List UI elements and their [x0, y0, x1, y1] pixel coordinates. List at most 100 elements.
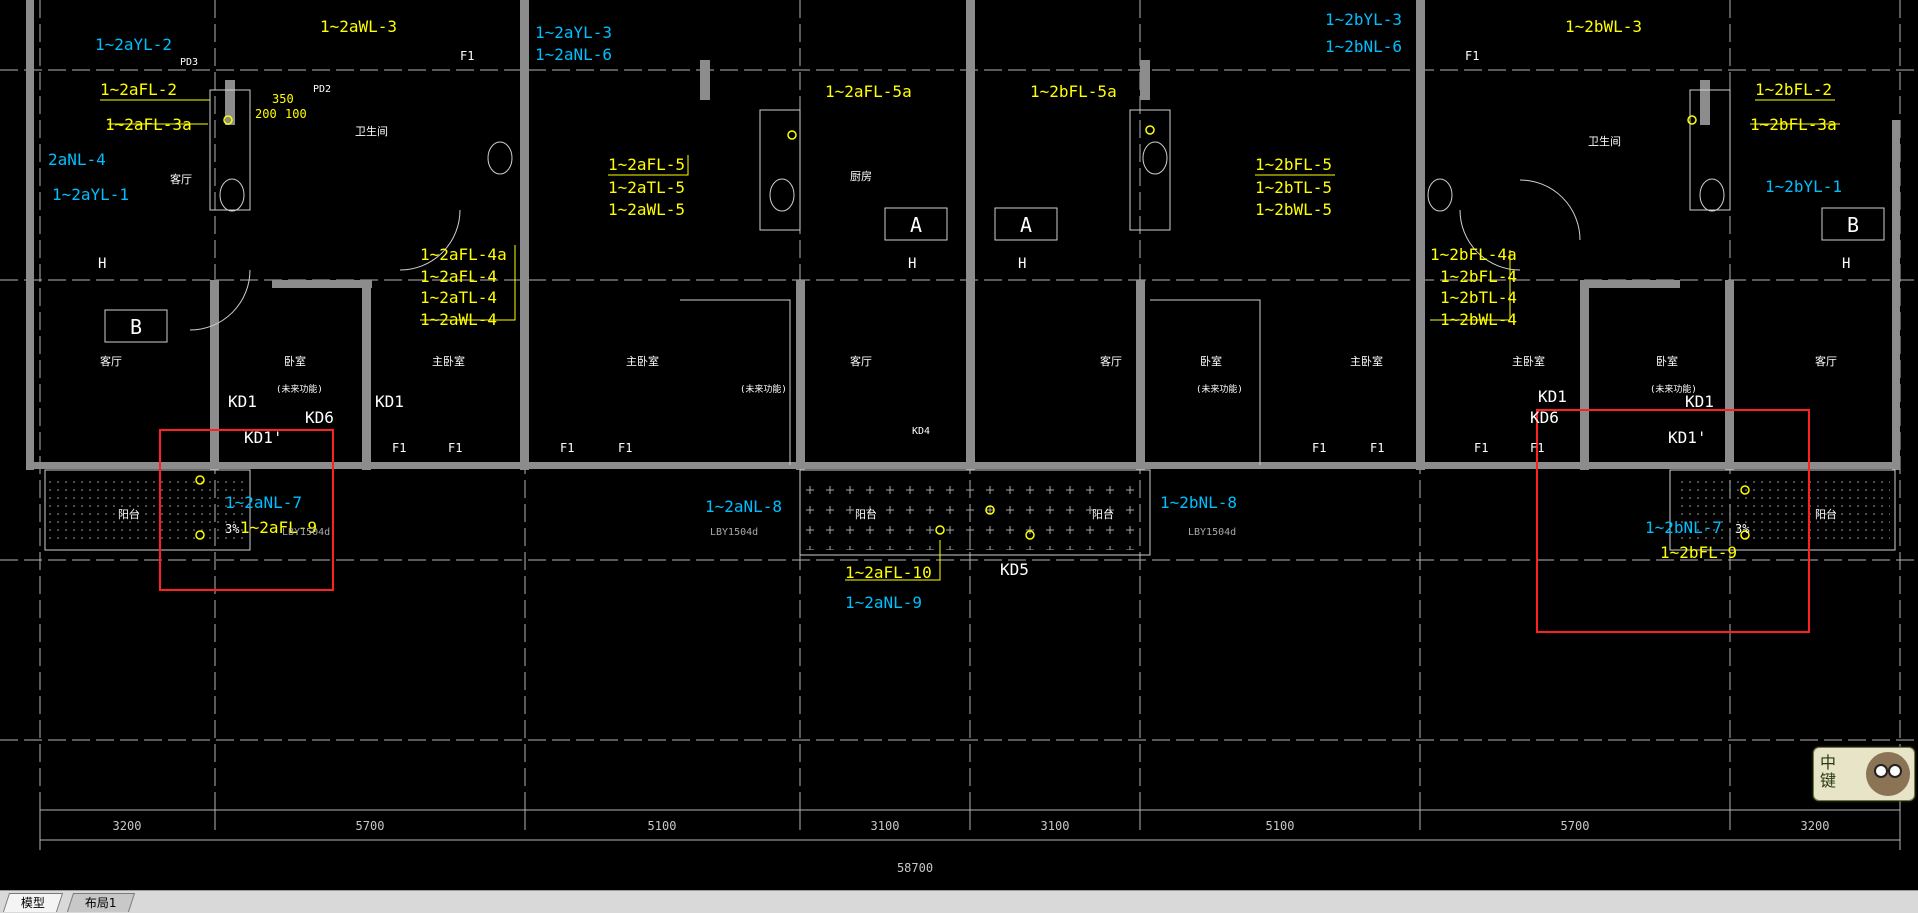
label-a-nl6: 1~2aNL-6	[535, 45, 612, 64]
label-b-fl5a: 1~2bFL-5a	[1030, 82, 1117, 101]
label-balcony-3: 阳台	[1092, 507, 1114, 521]
tab-layout1[interactable]: 布局1	[66, 893, 135, 912]
label-kd1p-2: KD1'	[1668, 428, 1707, 447]
label-a-wl3: 1~2aWL-3	[320, 17, 397, 36]
label-pd3: PD3	[180, 57, 198, 68]
label-b-fl2: 1~2bFL-2	[1755, 80, 1832, 99]
label-bedroom-3: 卧室	[1656, 354, 1678, 368]
label-b-wl3: 1~2bWL-3	[1565, 17, 1642, 36]
label-a-fl9: 1~2aFL-9	[240, 518, 317, 537]
label-living-3: 客厅	[850, 354, 872, 368]
label-a-fl3a: 1~2aFL-3a	[105, 115, 192, 134]
balcony-hatch	[48, 475, 1890, 550]
pipe-markers	[195, 115, 1750, 540]
label-kd1-3: KD1	[1538, 387, 1567, 406]
label-dim100: 100	[285, 107, 307, 121]
dim-5100-2: 5100	[1266, 819, 1295, 833]
label-balcony: 阳台	[118, 507, 140, 521]
label-kd6-2: KD6	[1530, 408, 1559, 427]
label-b-nl8: 1~2bNL-8	[1160, 493, 1237, 512]
ime-text: 中 键	[1820, 754, 1836, 790]
unit-label-a: A	[910, 213, 922, 237]
label-a-fl4a: 1~2aFL-4a	[420, 245, 507, 264]
label-f1-4: F1	[618, 441, 632, 455]
dimension-labels: 3200 5700 5100 3100 3100 5100 5700 3200 …	[113, 819, 1830, 875]
label-a-fl10: 1~2aFL-10	[845, 563, 932, 582]
tab-model-label: 模型	[20, 896, 45, 910]
label-b-wl4: 1~2bWL-4	[1440, 310, 1517, 329]
label-future-4: (未来功能)	[1650, 383, 1697, 395]
label-future-3: (未来功能)	[1196, 383, 1243, 395]
label-a-yl2: 1~2aYL-2	[95, 35, 172, 54]
walls	[26, 0, 1900, 470]
label-bath-2: 卫生间	[1588, 134, 1621, 148]
owl-icon	[1866, 752, 1910, 796]
label-a-yl3: 1~2aYL-3	[535, 23, 612, 42]
label-a-fl5a: 1~2aFL-5a	[825, 82, 912, 101]
unit-label-a-2: A	[1020, 213, 1032, 237]
label-kd5: KD5	[1000, 560, 1029, 579]
label-a-fl4: 1~2aFL-4	[420, 267, 497, 286]
yellow-labels: 1~2aFL-2 1~2aFL-3a 1~2aWL-3 1~2aFL-5a 1~…	[100, 17, 1837, 582]
label-bedroom-2: 卧室	[1200, 354, 1222, 368]
label-a-nl4: 2aNL-4	[48, 150, 106, 169]
label-lby: LBY1504d	[282, 527, 330, 538]
dim-3100: 3100	[871, 819, 900, 833]
label-h-2: H	[908, 256, 916, 272]
dim-3200-2: 3200	[1801, 819, 1830, 833]
label-h-3: H	[1018, 256, 1026, 272]
label-kd1: KD1	[228, 392, 257, 411]
label-future-2: (未来功能)	[740, 383, 787, 395]
label-b-tl4: 1~2bTL-4	[1440, 288, 1517, 307]
label-b-nl7: 1~2bNL-7	[1645, 518, 1722, 537]
label-pct: 3%	[225, 522, 240, 536]
label-f1-10: F1	[1465, 49, 1479, 63]
label-living-4: 客厅	[1100, 354, 1122, 368]
label-balcony-4: 阳台	[1815, 507, 1837, 521]
label-b-wl5: 1~2bWL-5	[1255, 200, 1332, 219]
label-pd2: PD2	[313, 84, 331, 95]
label-dim200: 200	[255, 107, 277, 121]
cad-drawing-canvas[interactable]: 1~2aFL-2 1~2aFL-3a 1~2aWL-3 1~2aFL-5a 1~…	[0, 0, 1918, 890]
label-b-fl4: 1~2bFL-4	[1440, 267, 1517, 286]
label-lby-2: LBY1504d	[710, 527, 758, 538]
label-b-yl1: 1~2bYL-1	[1765, 177, 1842, 196]
tab-model[interactable]: 模型	[2, 893, 64, 912]
unit-box-labels: B A A B	[130, 213, 1859, 339]
label-a-nl8: 1~2aNL-8	[705, 497, 782, 516]
label-bedroom: 卧室	[284, 354, 306, 368]
label-f1: F1	[392, 441, 406, 455]
toilet-fixtures	[219, 141, 1725, 212]
layout-tab-bar: 模型 布局1	[0, 890, 1918, 913]
label-a-tl5: 1~2aTL-5	[608, 178, 685, 197]
yellow-leader-lines	[100, 99, 1840, 581]
label-a-nl9: 1~2aNL-9	[845, 593, 922, 612]
label-future: (未来功能)	[276, 383, 323, 395]
ime-char-bottom: 键	[1820, 771, 1837, 790]
label-b-fl5: 1~2bFL-5	[1255, 155, 1332, 174]
label-kd1-4: KD1	[1685, 392, 1714, 411]
label-living-5: 客厅	[1815, 354, 1837, 368]
label-master-2: 主卧室	[626, 354, 659, 368]
unit-label-b: B	[130, 315, 142, 339]
label-master-4: 主卧室	[1512, 354, 1545, 368]
label-h-4: H	[1842, 256, 1850, 272]
tab-layout1-label: 布局1	[84, 896, 117, 910]
label-bath: 卫生间	[355, 124, 388, 138]
label-kd6: KD6	[305, 408, 334, 427]
label-balcony-2: 阳台	[855, 507, 877, 521]
dimension-lines	[39, 800, 1901, 850]
ime-toolbar[interactable]: 中 键	[1813, 747, 1915, 801]
label-a-fl5: 1~2aFL-5	[608, 155, 685, 174]
thin-wall-lines	[44, 89, 1896, 556]
label-h: H	[98, 256, 106, 272]
label-kd1p: KD1'	[244, 428, 283, 447]
red-highlight-boxes	[159, 409, 1810, 633]
unit-label-b-2: B	[1847, 213, 1859, 237]
label-kitchen: 厨房	[850, 170, 872, 183]
label-a-wl5: 1~2aWL-5	[608, 200, 685, 219]
label-living: 客厅	[100, 354, 122, 368]
label-master-3: 主卧室	[1350, 354, 1383, 368]
label-a-wl4: 1~2aWL-4	[420, 310, 497, 329]
white-labels: KD1 KD1' KD6 KD1 KD5 KD1 KD6 KD1 KD1' F1…	[98, 49, 1850, 579]
